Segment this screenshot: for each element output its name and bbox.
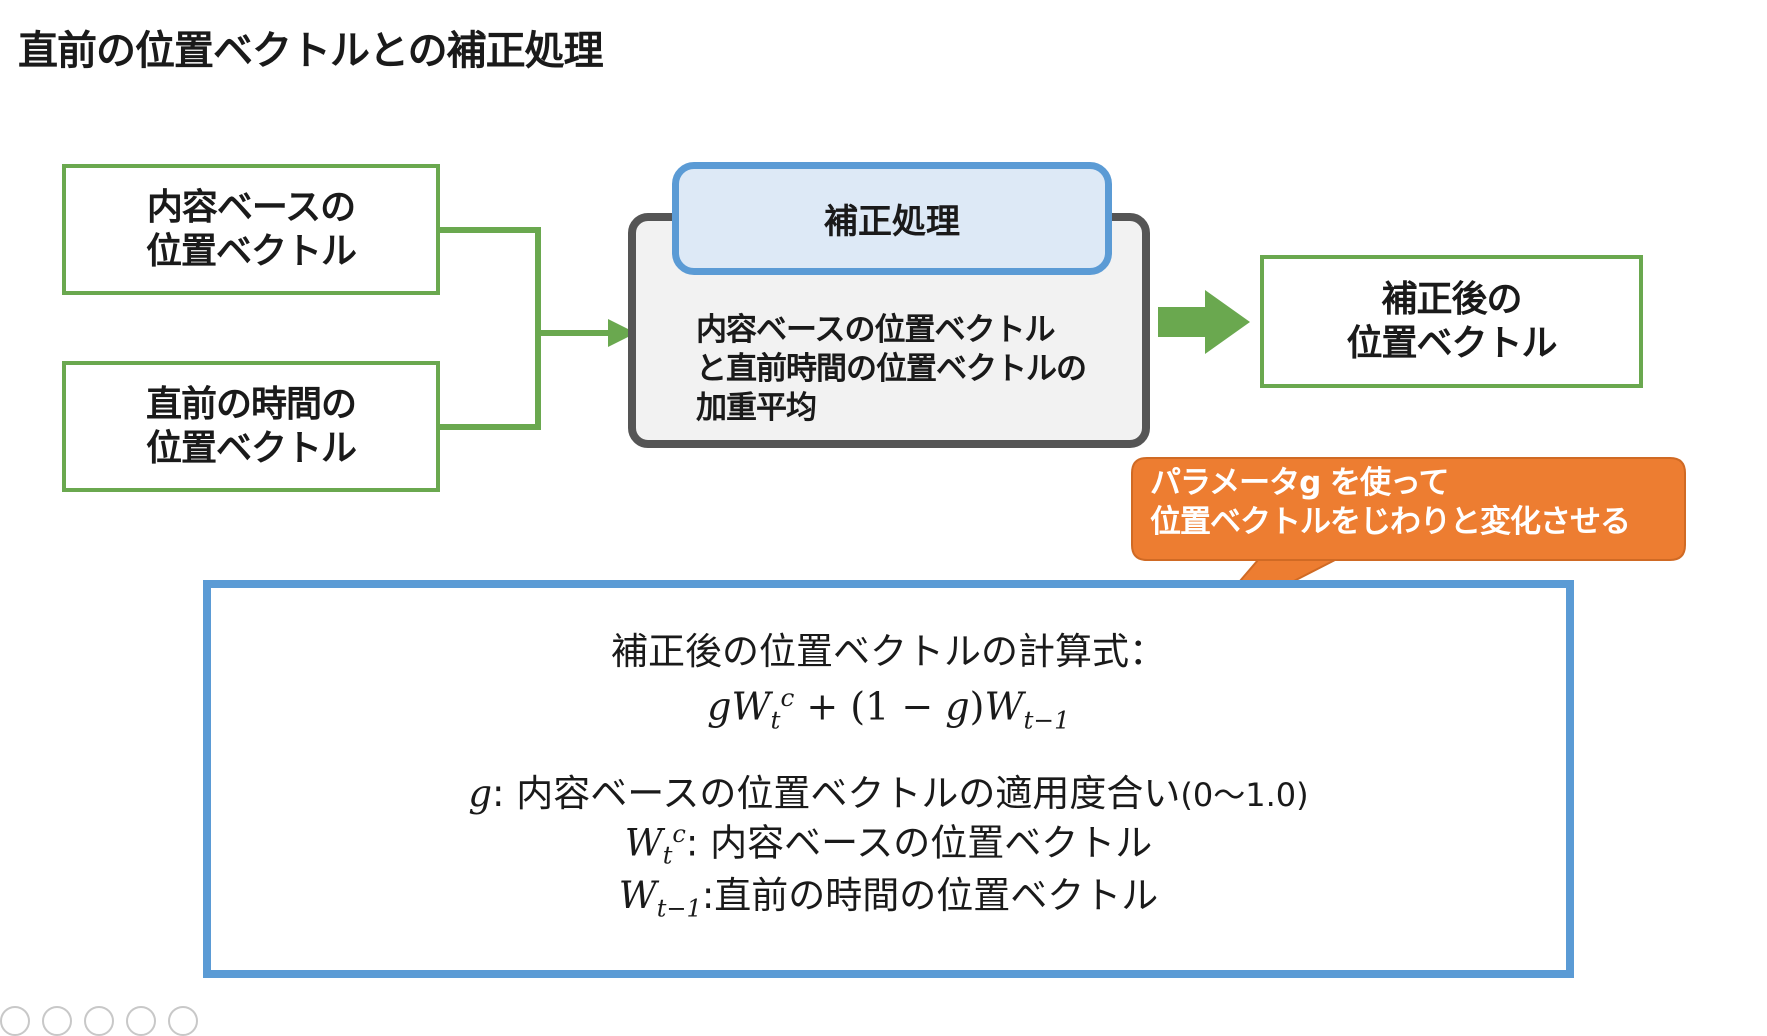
legend-wprev-sub: t−1: [656, 893, 702, 922]
input-box-previous-vector: 直前の時間の 位置ベクトル: [62, 361, 440, 492]
output-box: 補正後の 位置ベクトル: [1260, 255, 1643, 388]
callout-line-2: 位置ベクトルをじわりと変化させる: [1150, 503, 1631, 540]
formula-sub-tm1: t−1: [1023, 705, 1070, 735]
process-desc-line-3: 加重平均: [696, 389, 817, 426]
input-content-line-2: 位置ベクトル: [145, 230, 357, 272]
formula-sub-t: t: [770, 705, 781, 735]
legend-wprev-symbol: W: [618, 873, 657, 917]
legend-wprev: Wt−1:直前の時間の位置ベクトル: [619, 872, 1159, 925]
legend-g-range: (0〜1.0): [1180, 776, 1309, 815]
input-content-line-1: 内容ベースの: [146, 186, 356, 228]
formula-w-content: W: [731, 684, 771, 729]
legend-wc-sub: t: [662, 841, 673, 870]
legend-g-symbol: g: [468, 772, 493, 816]
arrowhead-to-process: [608, 319, 636, 347]
formula-heading: 補正後の位置ベクトルの計算式：: [611, 630, 1166, 673]
process-desc-line-2: と直前時間の位置ベクトルの: [696, 350, 1087, 387]
connector-content-vector: [440, 227, 541, 333]
footer-control-icon[interactable]: [168, 1006, 198, 1036]
footer-control-icon[interactable]: [84, 1006, 114, 1036]
footer-control-icon[interactable]: [126, 1006, 156, 1036]
connector-previous-vector: [440, 333, 541, 430]
formula-g: g: [707, 684, 732, 729]
slide-footer-controls: [0, 1006, 198, 1036]
legend-wc-sup: c: [672, 819, 686, 848]
callout-line-1: パラメータg を使って: [1150, 465, 1450, 501]
formula-w-prev: W: [984, 684, 1024, 729]
formula-plus-open: + (1 −: [794, 684, 946, 729]
formula-close: ): [969, 684, 985, 729]
footer-control-icon[interactable]: [0, 1006, 30, 1036]
output-arrow: [1158, 290, 1250, 354]
process-header: 補正処理: [672, 162, 1112, 275]
output-line-2: 位置ベクトル: [1346, 322, 1557, 364]
legend-g: g: 内容ベースの位置ベクトルの適用度合い(0〜1.0): [468, 770, 1308, 818]
process-desc-line-1: 内容ベースの位置ベクトル: [696, 312, 1055, 348]
input-previous-line-2: 位置ベクトル: [145, 427, 357, 469]
formula-sup-c: c: [780, 683, 795, 713]
output-line-1: 補正後の: [1381, 278, 1522, 320]
legend-wc: Wtc: 内容ベースの位置ベクトル: [625, 819, 1153, 872]
slide-title: 直前の位置ベクトルとの補正処理: [18, 28, 604, 74]
formula-expression: gWtc + (1 − g)Wt−1: [707, 682, 1070, 736]
legend-wc-symbol: W: [624, 820, 663, 864]
callout-text: パラメータg を使って 位置ベクトルをじわりと変化させる: [1150, 464, 1631, 542]
input-box-content-vector: 内容ベースの 位置ベクトル: [62, 164, 440, 295]
legend-wc-text: : 内容ベースの位置ベクトル: [685, 820, 1153, 864]
legend-g-text: : 内容ベースの位置ベクトルの適用度合い: [492, 772, 1181, 816]
formula-g-2: g: [945, 684, 970, 729]
legend-wprev-text: :直前の時間の位置ベクトル: [701, 873, 1159, 917]
formula-box: 補正後の位置ベクトルの計算式： gWtc + (1 − g)Wt−1 g: 内容…: [203, 580, 1574, 978]
input-previous-line-1: 直前の時間の: [145, 383, 357, 425]
footer-control-icon[interactable]: [42, 1006, 72, 1036]
